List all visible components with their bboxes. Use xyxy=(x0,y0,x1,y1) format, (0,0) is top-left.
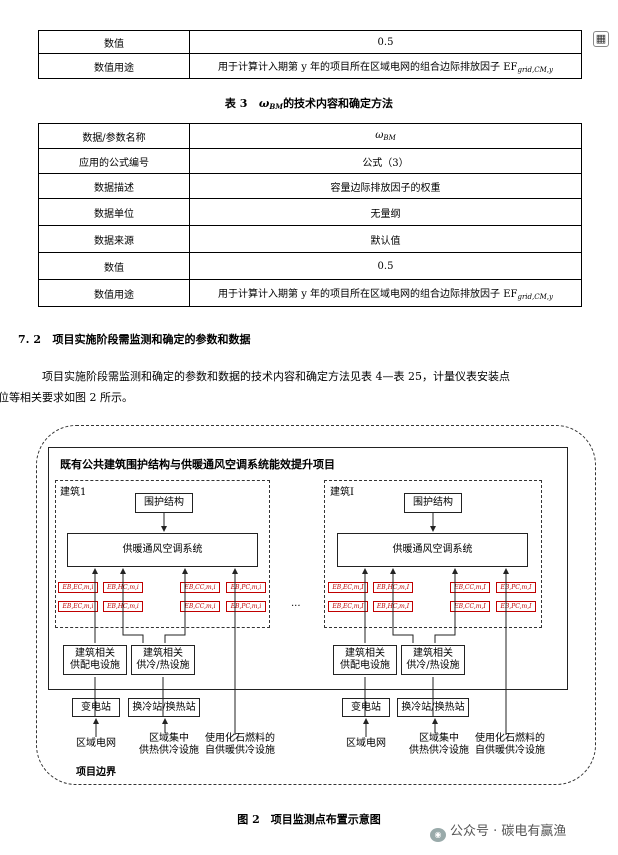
meter-label: EB,CC,m,i xyxy=(180,601,220,612)
table-caption: 表 3 ωBM的技术内容和确定方法 xyxy=(224,97,394,111)
envelope-box: 围护结构 xyxy=(404,493,462,513)
building-1-frame xyxy=(55,480,270,628)
meter-label: EB,CC,m,I xyxy=(450,601,490,612)
heat-facility-box: 建筑相关 供冷/热设施 xyxy=(401,645,465,675)
district-energy-label: 区域集中 供热供冷设施 xyxy=(139,733,199,756)
exchange-station-box: 换冷站/换热站 xyxy=(128,698,200,717)
meter-label: EB,EC,m,I xyxy=(328,601,368,612)
table-row: 数据来源 默认值 xyxy=(38,225,582,253)
table-row: 数值用途 用于计算计入期第 y 年的项目所在区域电网的组合边际排放因子 EFgr… xyxy=(38,53,582,79)
power-facility-box: 建筑相关 供配电设施 xyxy=(63,645,127,675)
power-facility-box: 建筑相关 供配电设施 xyxy=(333,645,397,675)
project-frame xyxy=(48,447,568,690)
regional-grid-label: 区域电网 xyxy=(76,738,116,749)
table-cell-value: 默认值 xyxy=(189,225,582,253)
substation-box: 变电站 xyxy=(342,698,390,717)
table-cell-label: 数据/参数名称 xyxy=(38,123,190,149)
section-heading: 7. 2 项目实施阶段需监测和确定的参数和数据 xyxy=(18,333,251,346)
hvac-box: 供暖通风空调系统 xyxy=(337,533,528,567)
qr-code-icon[interactable]: ▦ xyxy=(593,31,609,47)
meter-label: EB,CC,m,I xyxy=(450,582,490,593)
spec-table-top: 数值 0.5 数值用途 用于计算计入期第 y 年的项目所在区域电网的组合边际排放… xyxy=(38,30,582,79)
table-row: 数据描述 容量边际排放因子的权重 xyxy=(38,173,582,199)
regional-grid-label: 区域电网 xyxy=(346,738,386,749)
substation-box: 变电站 xyxy=(72,698,120,717)
heat-facility-box: 建筑相关 供冷/热设施 xyxy=(131,645,195,675)
meter-label: EB,EC,m,I xyxy=(328,582,368,593)
ellipsis: ... xyxy=(291,598,301,609)
hvac-box: 供暖通风空调系统 xyxy=(67,533,258,567)
meter-label: EB,PC,m,I xyxy=(496,601,536,612)
meter-label: EB,PC,m,I xyxy=(496,582,536,593)
fossil-self-supply-label: 使用化石燃料的 自供暖供冷设施 xyxy=(475,733,545,756)
spec-table-3: 数据/参数名称 ωBM 应用的公式编号 公式（3） 数据描述 容量边际排放因子的… xyxy=(38,123,582,307)
building-1-label: 建筑1 xyxy=(60,487,87,498)
meter-label: EB,EC,m,i xyxy=(58,582,98,593)
table-row: 应用的公式编号 公式（3） xyxy=(38,148,582,174)
meter-label: EB,EC,m,i xyxy=(58,601,98,612)
table-cell-label: 数值用途 xyxy=(38,279,190,307)
watermark: ◉公众号 · 碳电有赢渔 xyxy=(430,820,566,842)
meter-label: EB,PC,m,i xyxy=(226,601,266,612)
project-boundary-outline xyxy=(36,425,596,785)
fossil-self-supply-label: 使用化石燃料的 自供暖供冷设施 xyxy=(205,733,275,756)
table-cell-value: 用于计算计入期第 y 年的项目所在区域电网的组合边际排放因子 EFgrid,CM… xyxy=(189,279,582,307)
district-energy-label: 区域集中 供热供冷设施 xyxy=(409,733,469,756)
figure-caption: 图 2 项目监测点布置示意图 xyxy=(237,813,381,826)
table-cell-value: 用于计算计入期第 y 年的项目所在区域电网的组合边际排放因子 EFgrid,CM… xyxy=(189,53,582,79)
table-cell-value: 无量纲 xyxy=(189,198,582,226)
building-i-frame xyxy=(324,480,542,628)
wechat-icon: ◉ xyxy=(430,828,446,842)
diagram-title: 既有公共建筑围护结构与供暖通风空调系统能效提升项目 xyxy=(60,458,335,471)
meter-label: EB,CC,m,i xyxy=(180,582,220,593)
table-row: 数据单位 无量纲 xyxy=(38,198,582,226)
boundary-label: 项目边界 xyxy=(76,767,116,778)
building-i-label: 建筑I xyxy=(330,487,354,498)
table-cell-label: 数据描述 xyxy=(38,173,190,199)
body-paragraph: 项目实施阶段需监测和确定的参数和数据的技术内容和确定方法见表 4—表 25，计量… xyxy=(0,370,510,404)
envelope-box: 围护结构 xyxy=(135,493,193,513)
table-cell-label: 应用的公式编号 xyxy=(38,148,190,174)
table-row: 数值用途 用于计算计入期第 y 年的项目所在区域电网的组合边际排放因子 EFgr… xyxy=(38,279,582,307)
table-cell-label: 数值用途 xyxy=(38,53,190,79)
table-cell-value: 公式（3） xyxy=(189,148,582,174)
meter-label: EB,PC,m,i xyxy=(226,582,266,593)
